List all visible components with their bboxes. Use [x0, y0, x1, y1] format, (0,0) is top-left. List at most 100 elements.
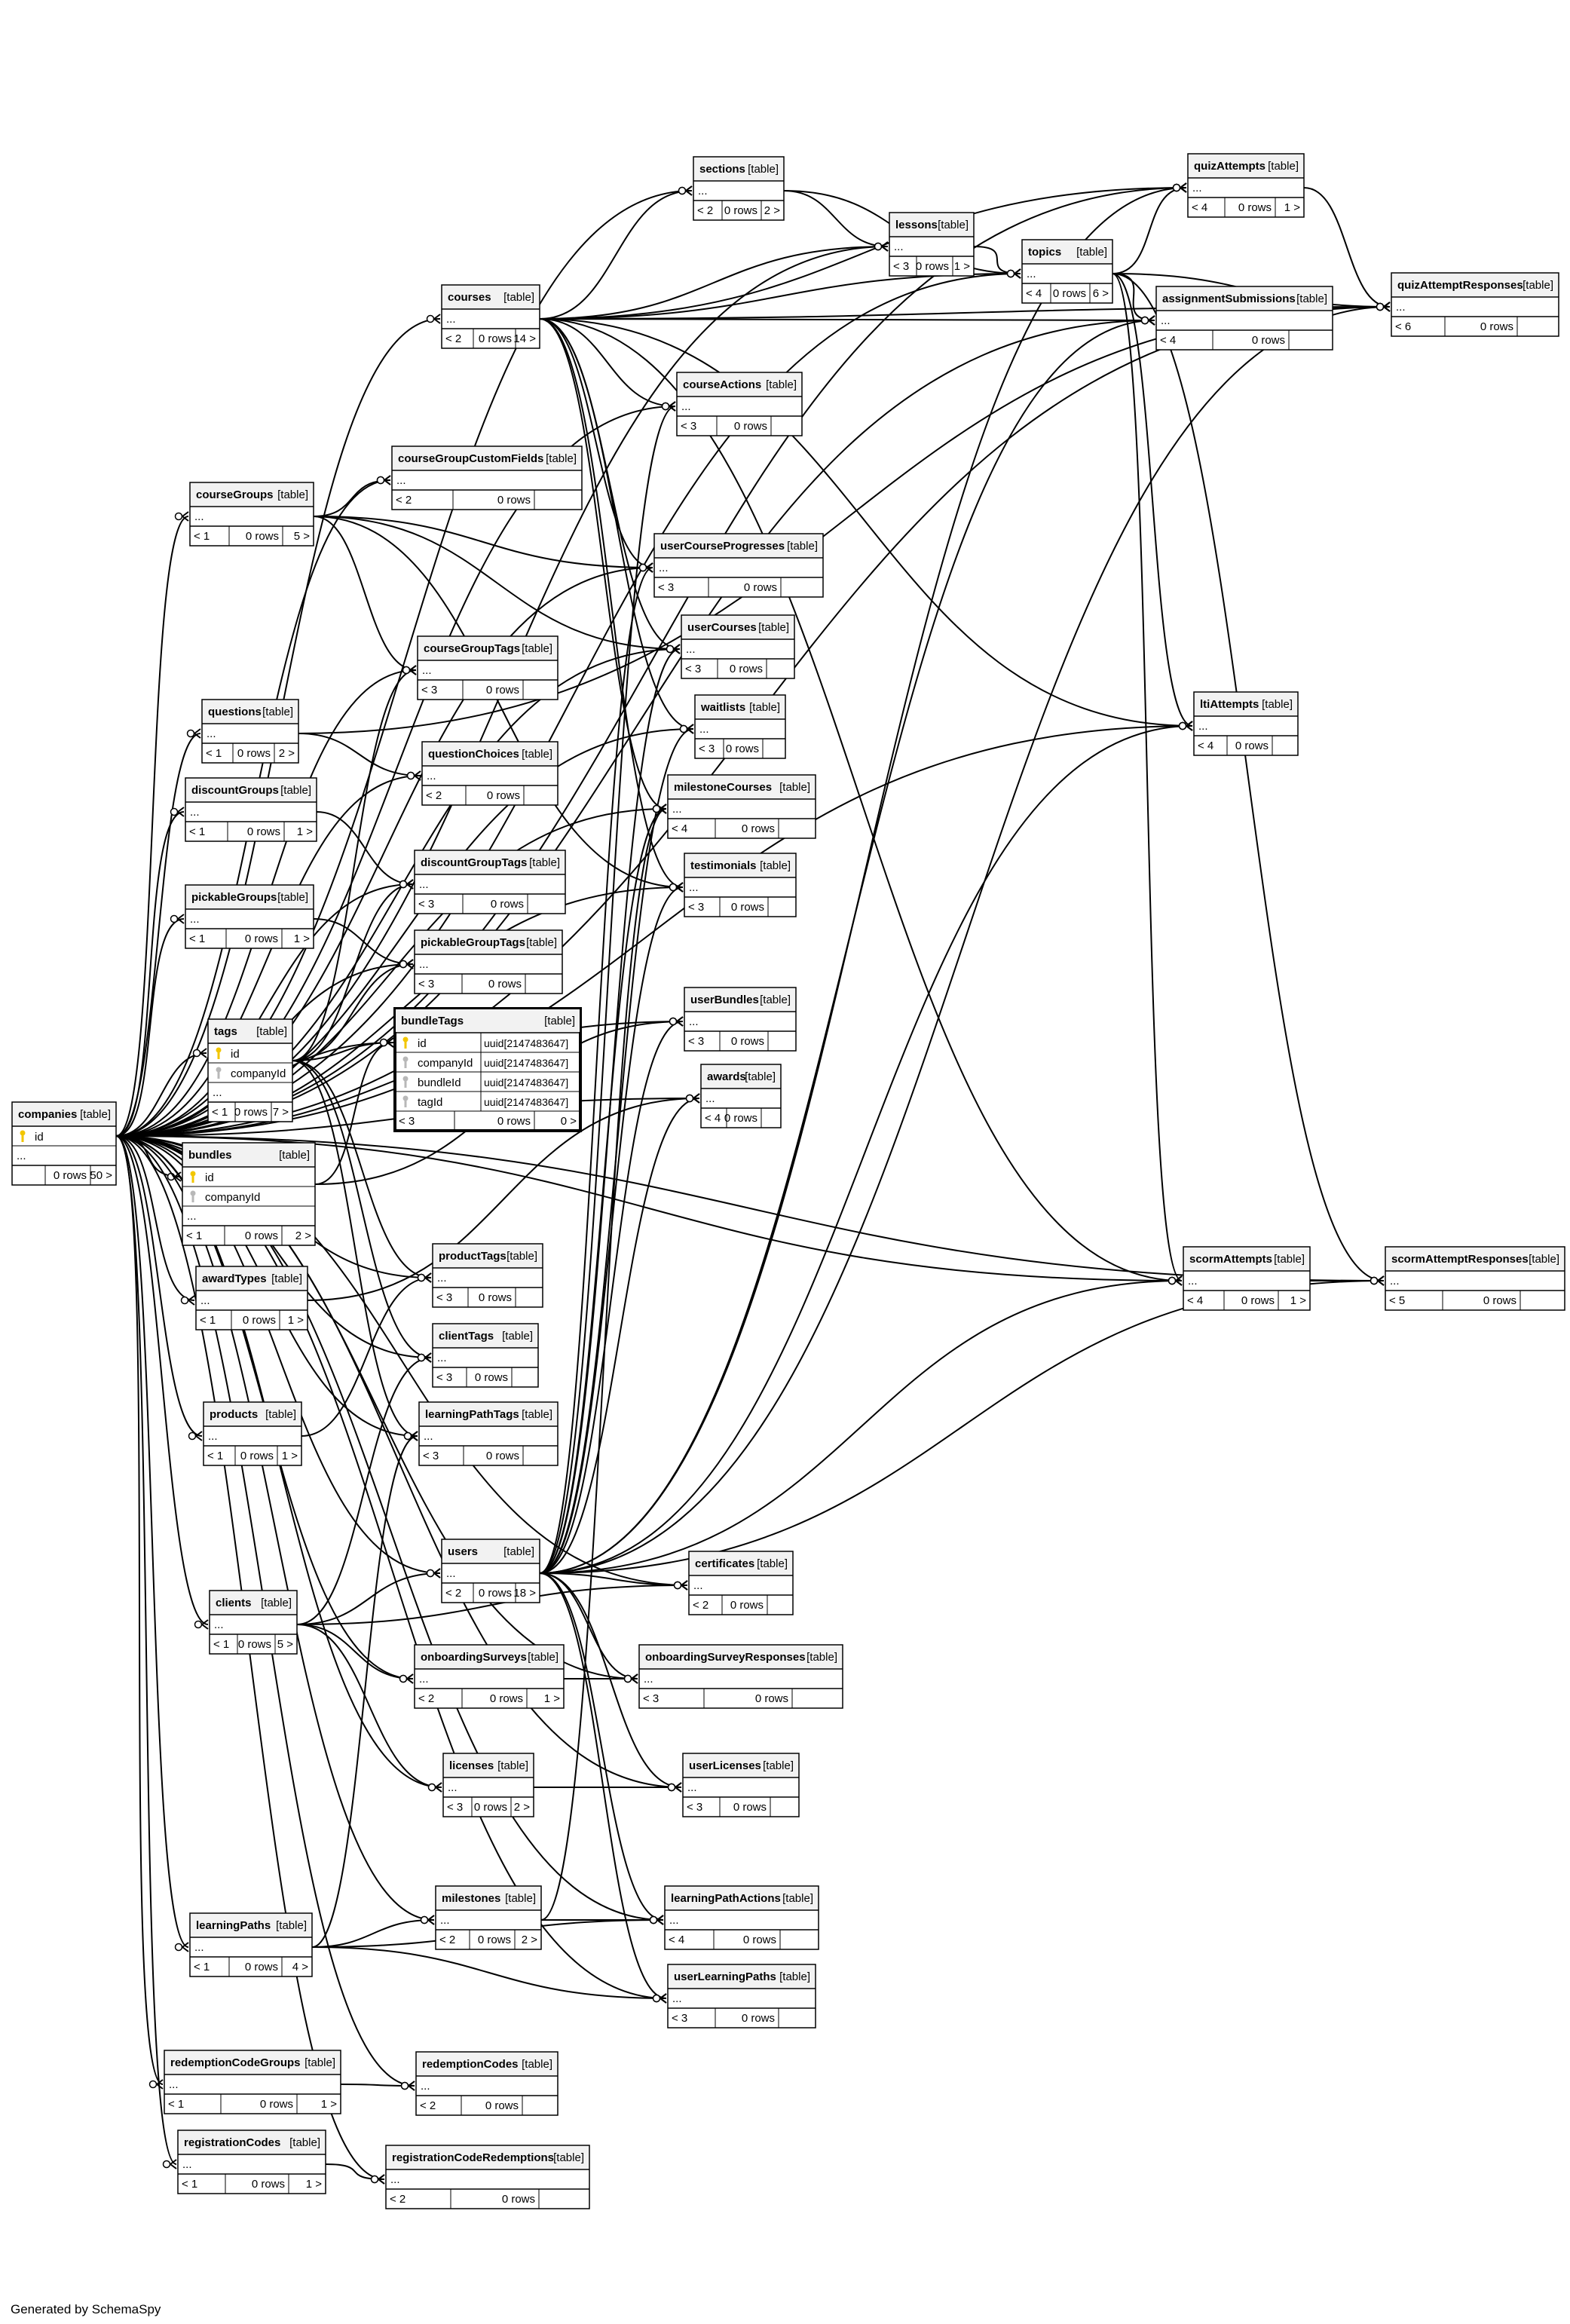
parent-count[interactable]: < 2: [445, 332, 461, 345]
parent-count[interactable]: < 3: [699, 743, 715, 755]
parent-count[interactable]: < 1: [212, 1106, 228, 1119]
child-count[interactable]: 2 >: [764, 204, 781, 217]
parent-count[interactable]: < 2: [445, 1587, 461, 1600]
parent-count[interactable]: < 4: [1160, 334, 1176, 347]
parent-count[interactable]: < 3: [681, 420, 696, 433]
parent-count[interactable]: < 4: [1192, 201, 1207, 214]
child-count[interactable]: 1 >: [294, 932, 311, 945]
child-count[interactable]: 2 >: [522, 1934, 538, 1946]
child-count[interactable]: 50 >: [90, 1169, 112, 1182]
child-count[interactable]: 1 >: [1284, 201, 1301, 214]
child-count[interactable]: 4 >: [292, 1961, 309, 1973]
child-count[interactable]: 2 >: [279, 747, 295, 760]
parent-count[interactable]: < 1: [194, 1961, 210, 1973]
parent-count[interactable]: < 1: [200, 1314, 216, 1327]
parent-count[interactable]: < 1: [194, 530, 210, 543]
parent-count[interactable]: < 2: [396, 494, 412, 507]
parent-count[interactable]: < 3: [418, 978, 434, 991]
child-count[interactable]: 1 >: [282, 1450, 298, 1462]
parent-count[interactable]: < 3: [688, 901, 704, 914]
parent-count[interactable]: < 3: [658, 581, 674, 594]
parent-count[interactable]: < 1: [189, 825, 205, 838]
parent-count[interactable]: < 4: [1026, 287, 1042, 300]
child-count[interactable]: 2 >: [295, 1229, 312, 1242]
child-count[interactable]: 5 >: [277, 1638, 294, 1651]
parent-count[interactable]: < 3: [687, 1801, 702, 1814]
parent-count[interactable]: < 2: [390, 2193, 406, 2206]
parent-count[interactable]: < 2: [426, 789, 442, 802]
parent-count[interactable]: < 6: [1395, 320, 1411, 333]
parent-count[interactable]: < 1: [213, 1638, 229, 1651]
parent-count[interactable]: < 3: [685, 663, 701, 675]
parent-count[interactable]: < 4: [669, 1934, 684, 1946]
parent-count[interactable]: < 3: [421, 684, 437, 697]
child-count[interactable]: 6 >: [1093, 287, 1109, 300]
child-count[interactable]: 1 >: [954, 260, 971, 273]
parent-count[interactable]: < 2: [439, 1934, 455, 1946]
parent-count[interactable]: < 4: [672, 822, 687, 835]
parent-count[interactable]: < 2: [420, 2099, 436, 2112]
parent-count[interactable]: < 3: [423, 1450, 439, 1462]
parent-count[interactable]: < 4: [705, 1112, 721, 1125]
child-count[interactable]: 1 >: [288, 1314, 305, 1327]
parent-count[interactable]: < 3: [688, 1035, 704, 1048]
parent-count[interactable]: < 1: [186, 1229, 202, 1242]
parent-count[interactable]: < 1: [189, 932, 205, 945]
child-count[interactable]: 2 >: [514, 1801, 531, 1814]
parent-count[interactable]: < 3: [399, 1115, 415, 1128]
parent-count[interactable]: < 2: [697, 204, 713, 217]
child-count[interactable]: 0 >: [561, 1115, 577, 1128]
parent-count[interactable]: < 3: [893, 260, 909, 273]
parent-count[interactable]: < 3: [672, 2012, 687, 2025]
child-count[interactable]: 1 >: [544, 1692, 561, 1705]
parent-count[interactable]: < 2: [418, 1692, 434, 1705]
child-count[interactable]: 1 >: [297, 825, 314, 838]
parent-count[interactable]: < 3: [436, 1291, 452, 1304]
parent-count[interactable]: < 3: [447, 1801, 463, 1814]
child-count[interactable]: 14 >: [513, 332, 536, 345]
table-registration-code-redemptions[interactable]: registrationCodeRedemptions[table]...< 2…: [385, 2145, 590, 2209]
child-count[interactable]: 1 >: [1290, 1294, 1307, 1307]
parent-count[interactable]: < 1: [206, 747, 222, 760]
parent-count[interactable]: < 1: [168, 2098, 184, 2111]
child-count[interactable]: 7 >: [273, 1106, 289, 1119]
parent-count[interactable]: < 1: [182, 2178, 197, 2191]
parent-count[interactable]: < 3: [418, 898, 434, 911]
